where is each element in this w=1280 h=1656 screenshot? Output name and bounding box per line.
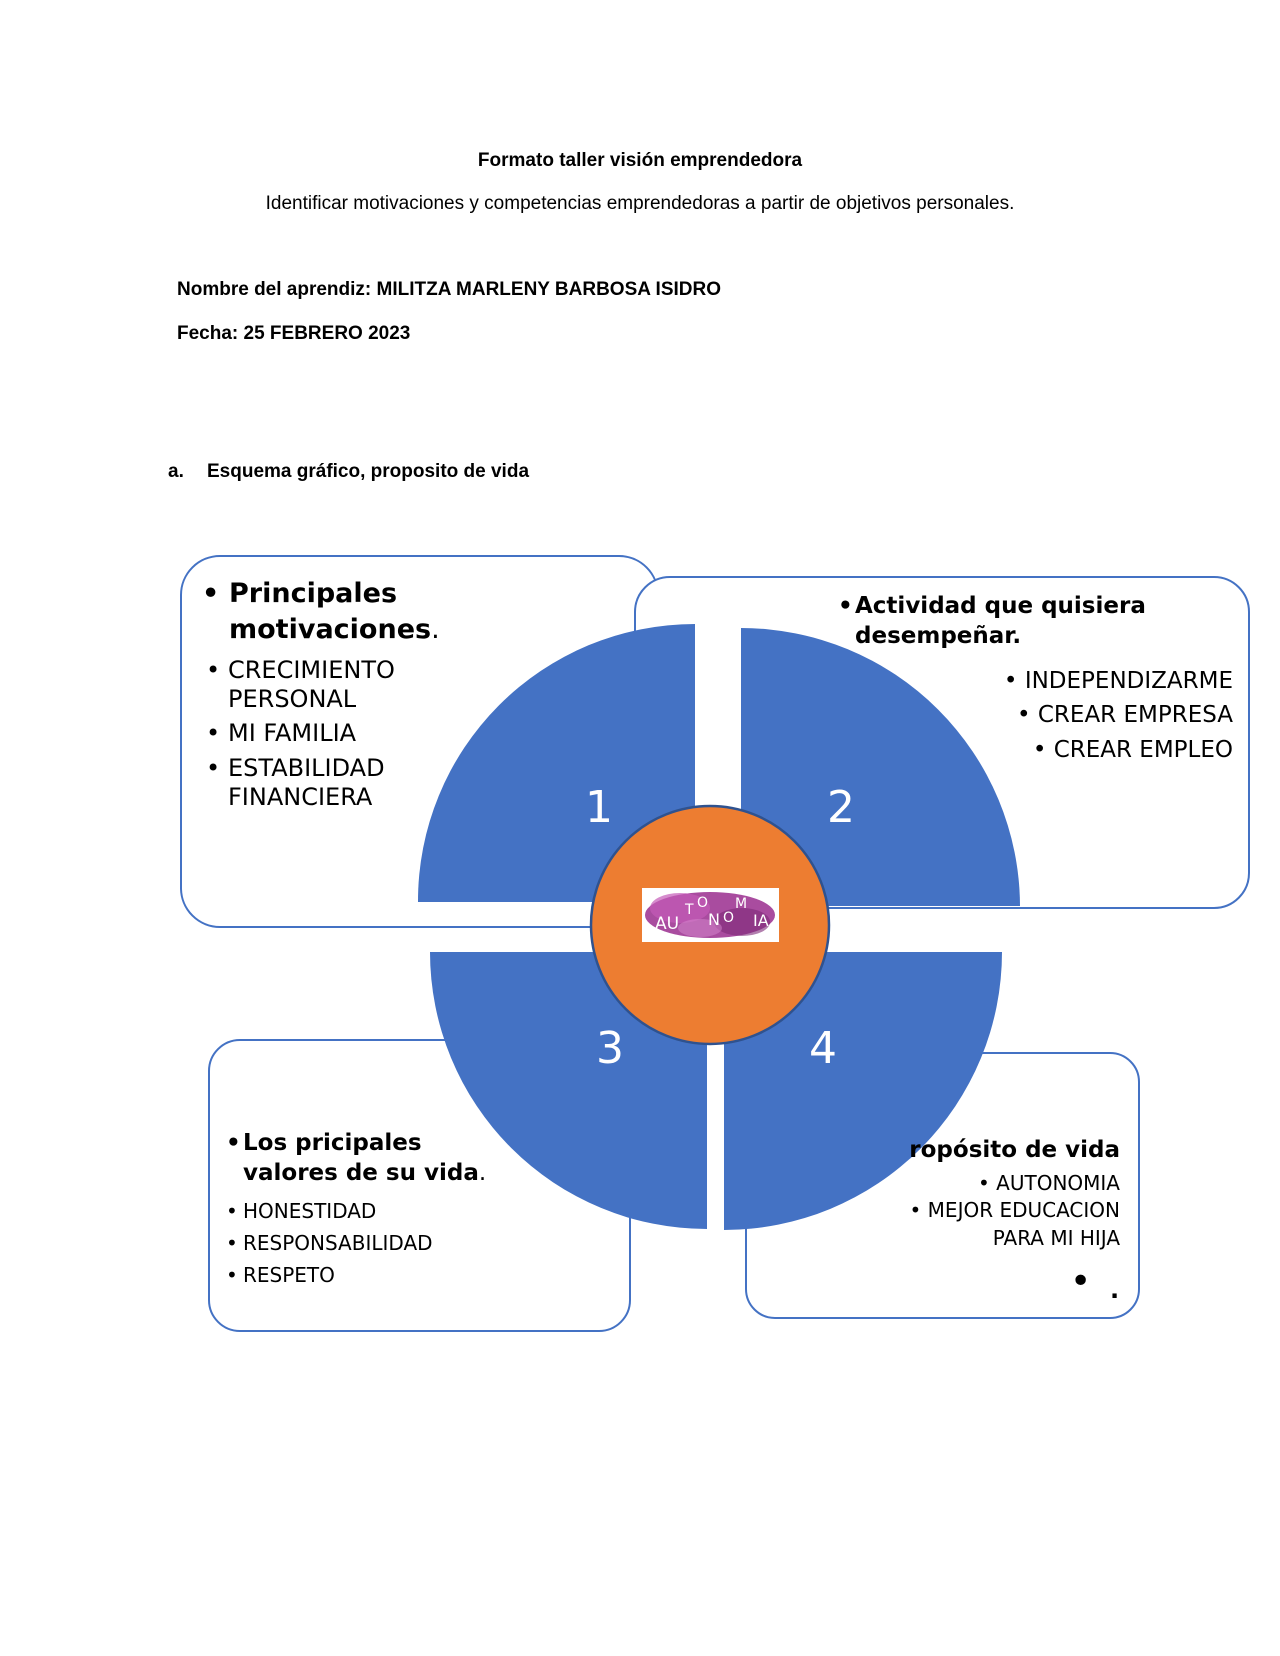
box3-heading-bullet: • (226, 1130, 241, 1156)
box2-item: • CREAR EMPRESA (1016, 702, 1233, 729)
logo-letters-ia: IA (753, 911, 769, 930)
box2-text: • Actividad que quisiera desempeñar. • I… (838, 592, 1233, 767)
quadrant-1 (417, 624, 695, 902)
box3-item: •RESPONSABILIDAD (226, 1230, 433, 1255)
box4-text: ropósito de vida • AUTONOMIA • MEJOR EDU… (880, 1136, 1120, 1253)
box1-item: • MI FAMILIA (206, 719, 357, 748)
quadrant-number-3: 3 (596, 1023, 624, 1074)
box1-text: • Principales motivaciones. • CRECIMIENT… (200, 576, 500, 812)
section-title: Esquema gráfico, proposito de vida (207, 461, 530, 482)
box2-item: • INDEPENDIZARME (1003, 667, 1233, 694)
learner-name: Nombre del aprendiz: MILITZA MARLENY BAR… (177, 279, 721, 300)
logo-letter-m: M (735, 896, 747, 912)
box4-heading: ropósito de vida (909, 1137, 1120, 1163)
quadrant-4-shape (724, 952, 1002, 1230)
box4-trailing-mark: . (1110, 1276, 1120, 1304)
logo-letter-o: O (697, 895, 708, 911)
autonomia-logo: AU T O N O M IA (642, 888, 779, 942)
logo-letter-t: T (684, 902, 694, 918)
logo-letters-au: AU (655, 914, 679, 934)
box1-heading-line1: Principales (229, 578, 398, 609)
box1-item: • CRECIMIENTO PERSONAL (206, 655, 395, 713)
box1-heading-suffix: . (431, 613, 440, 645)
quadrant-number-1: 1 (585, 782, 613, 833)
document-title: Formato taller visión emprendedora (477, 150, 803, 171)
box1-item: • ESTABILIDAD FINANCIERA (206, 754, 385, 811)
box4-empty-bullet: • (1070, 1261, 1092, 1302)
document-subtitle: Identificar motivaciones y competencias … (265, 193, 1015, 214)
section-marker: a. (168, 461, 184, 482)
box1-heading-bullet: • (202, 578, 220, 609)
box3-item: •RESPETO (226, 1262, 335, 1287)
box3-text: • Los pricipales valores de su vida. •HO… (226, 1128, 526, 1291)
box2-heading-bullet: • (838, 593, 853, 619)
date-field: Fecha: 25 FEBRERO 2023 (177, 323, 411, 344)
box3-heading-suffix: . (478, 1160, 487, 1187)
quadrant-number-2: 2 (827, 782, 855, 833)
box3-heading-line2: valores de su vida (243, 1160, 479, 1187)
box2-item: • CREAR EMPLEO (1032, 736, 1233, 763)
box3-item: •HONESTIDAD (226, 1198, 377, 1223)
quadrant-number-4: 4 (809, 1023, 837, 1074)
logo-letter-n: N (708, 910, 720, 929)
box2-heading-line2: desempeñar. (855, 622, 1022, 649)
logo-letter-o2: O (723, 910, 734, 926)
box3-heading-line1: Los pricipales (243, 1130, 422, 1156)
quadrant-3-shape (430, 952, 707, 1229)
section-heading: a. Esquema gráfico, proposito de vida (168, 461, 529, 483)
quadrant-2 (741, 628, 1020, 906)
box1-heading-line2: motivaciones (229, 613, 432, 645)
box4-item: • AUTONOMIA (978, 1170, 1120, 1195)
box4-item: • MEJOR EDUCACION PARA MI HIJA (909, 1198, 1120, 1251)
box2-heading-line1: Actividad que quisiera (855, 593, 1146, 619)
